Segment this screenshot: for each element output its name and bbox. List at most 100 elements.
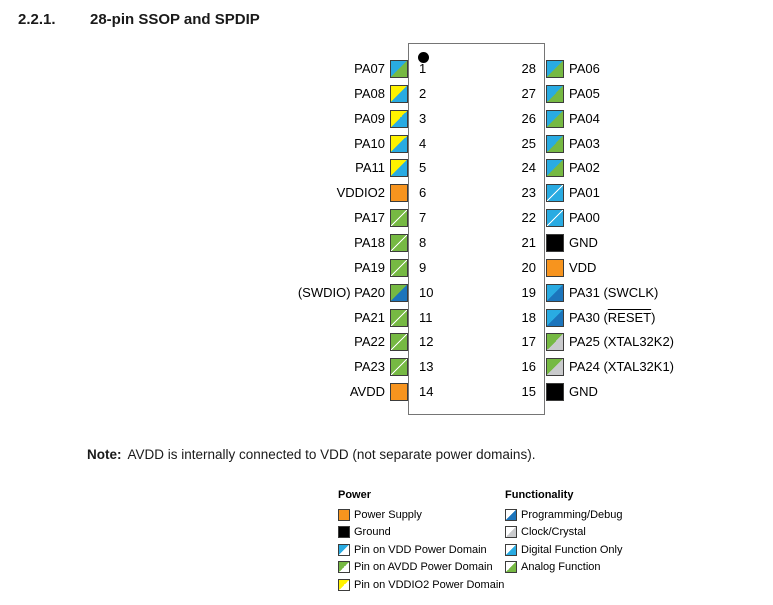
- pin-label: PA17: [354, 210, 385, 226]
- pin-number: 24: [521, 160, 536, 176]
- pin-label: GND: [569, 234, 598, 250]
- pin-type-icon: [390, 134, 408, 153]
- pin-type-icon: [390, 333, 408, 352]
- pin-type-icon: [390, 233, 408, 252]
- legend-item-label: Clock/Crystal: [521, 526, 586, 539]
- pin-label: PA31 (SWCLK): [569, 284, 659, 300]
- pin-label: PA05: [569, 85, 600, 101]
- pin-row-right: PA02: [546, 159, 600, 178]
- legend-item-label: Ground: [354, 526, 391, 539]
- legend-swatch-icon: [505, 543, 517, 556]
- pin-number: 13: [419, 359, 434, 375]
- pin-number: 17: [521, 334, 536, 350]
- legend-swatch-icon: [338, 578, 350, 591]
- pin-label: GND: [569, 384, 598, 400]
- pin-number: 19: [521, 284, 536, 300]
- legend-item: Digital Function Only: [505, 541, 623, 559]
- pin-label: PA25 (XTAL32K2): [569, 334, 675, 350]
- pin-label-text: ): [651, 309, 656, 325]
- pin-row-left: PA22: [354, 333, 408, 352]
- pin-type-icon: [390, 283, 408, 302]
- pin-type-icon: [390, 258, 408, 277]
- pin-label: PA06: [569, 61, 600, 76]
- pin-row-left: VDDIO2: [337, 184, 408, 203]
- pin-label: PA04: [569, 110, 600, 126]
- pin-row-left: (SWDIO) PA20: [298, 283, 408, 302]
- pin-row-left: PA18: [354, 233, 408, 252]
- pin-number: 7: [419, 210, 427, 226]
- pin-number: 5: [419, 160, 427, 176]
- pin1-indicator-dot: [418, 52, 429, 63]
- pin-label: PA23: [354, 359, 385, 375]
- pin-number: 6: [419, 185, 427, 201]
- pin-row-right: PA05: [546, 84, 600, 103]
- pin-type-icon: [546, 233, 564, 252]
- legend-item: Pin on AVDD Power Domain: [338, 559, 504, 577]
- pin-row-left: PA09: [354, 109, 408, 128]
- pin-label: PA07: [354, 61, 385, 76]
- pin-label-text: PA30 (: [569, 309, 608, 325]
- pin-label: AVDD: [349, 384, 385, 400]
- pin-number: 26: [521, 110, 536, 126]
- pin-type-icon: [546, 383, 564, 402]
- pin-label: PA00: [569, 210, 600, 226]
- legend-item: Clock/Crystal: [505, 524, 623, 542]
- legend-item: Ground: [338, 524, 504, 542]
- pin-label: PA02: [569, 160, 600, 176]
- pin-row-right: PA31 (SWCLK): [546, 283, 659, 302]
- pin-label: PA30 (RESET): [569, 309, 655, 327]
- pin-number: 3: [419, 110, 427, 126]
- pin-row-right: PA06: [546, 60, 600, 78]
- pin-number: 18: [521, 309, 536, 325]
- legend-item: Analog Function: [505, 559, 623, 577]
- pin-row-right: VDD: [546, 258, 597, 277]
- pin-number: 2: [419, 85, 427, 101]
- pin-row-left: PA07: [354, 60, 408, 78]
- pin-number: 11: [419, 309, 433, 325]
- pin-row-left: AVDD: [349, 383, 408, 402]
- pin-number: 12: [419, 334, 434, 350]
- pin-label: PA09: [354, 110, 385, 126]
- pin-type-icon: [546, 84, 564, 103]
- legend-item: Pin on VDDIO2 Power Domain: [338, 576, 504, 594]
- pin-type-icon: [390, 159, 408, 178]
- legend-item-label: Pin on VDD Power Domain: [354, 543, 487, 556]
- pin-type-icon: [546, 283, 564, 302]
- pin-number: 9: [419, 259, 427, 275]
- pin-label: PA24 (XTAL32K1): [569, 359, 675, 375]
- pin-row-right: PA03: [546, 134, 600, 153]
- pin-label: PA18: [354, 234, 385, 250]
- pin-type-icon: [390, 383, 408, 402]
- pin-type-icon: [546, 159, 564, 178]
- pin-type-icon: [390, 84, 408, 103]
- pin-number: 16: [521, 359, 536, 375]
- legend-swatch-icon: [505, 561, 517, 574]
- pin-label: PA11: [355, 160, 385, 176]
- legend-item-label: Power Supply: [354, 508, 422, 521]
- pin-type-icon: [390, 184, 408, 203]
- chip-body: [408, 43, 545, 415]
- pin-label: PA08: [354, 85, 385, 101]
- note-text: AVDD is internally connected to VDD (not…: [127, 447, 536, 462]
- legend-swatch-icon: [338, 526, 350, 539]
- pin-type-icon: [546, 109, 564, 128]
- pin-row-left: PA10: [354, 134, 408, 153]
- pin-number: 25: [521, 135, 536, 151]
- legend-item: Pin on VDD Power Domain: [338, 541, 504, 559]
- pin-label: PA01: [569, 185, 600, 201]
- legend-item: Programming/Debug: [505, 506, 623, 524]
- legend-swatch-icon: [338, 508, 350, 521]
- pin-number: 28: [521, 61, 536, 76]
- pin-label: PA03: [569, 135, 600, 151]
- pin-row-right: GND: [546, 383, 598, 402]
- pin-row-left: PA11: [355, 159, 408, 178]
- pin-number: 4: [419, 135, 427, 151]
- pin-type-icon: [546, 184, 564, 203]
- pin-type-icon: [546, 209, 564, 228]
- legend-item: Power Supply: [338, 506, 504, 524]
- section-heading: 28-pin SSOP and SPDIP: [90, 11, 260, 28]
- pin-type-icon: [546, 134, 564, 153]
- section-title: 2.2.1.28-pin SSOP and SPDIP: [18, 11, 260, 28]
- pin-label: VDD: [569, 259, 597, 275]
